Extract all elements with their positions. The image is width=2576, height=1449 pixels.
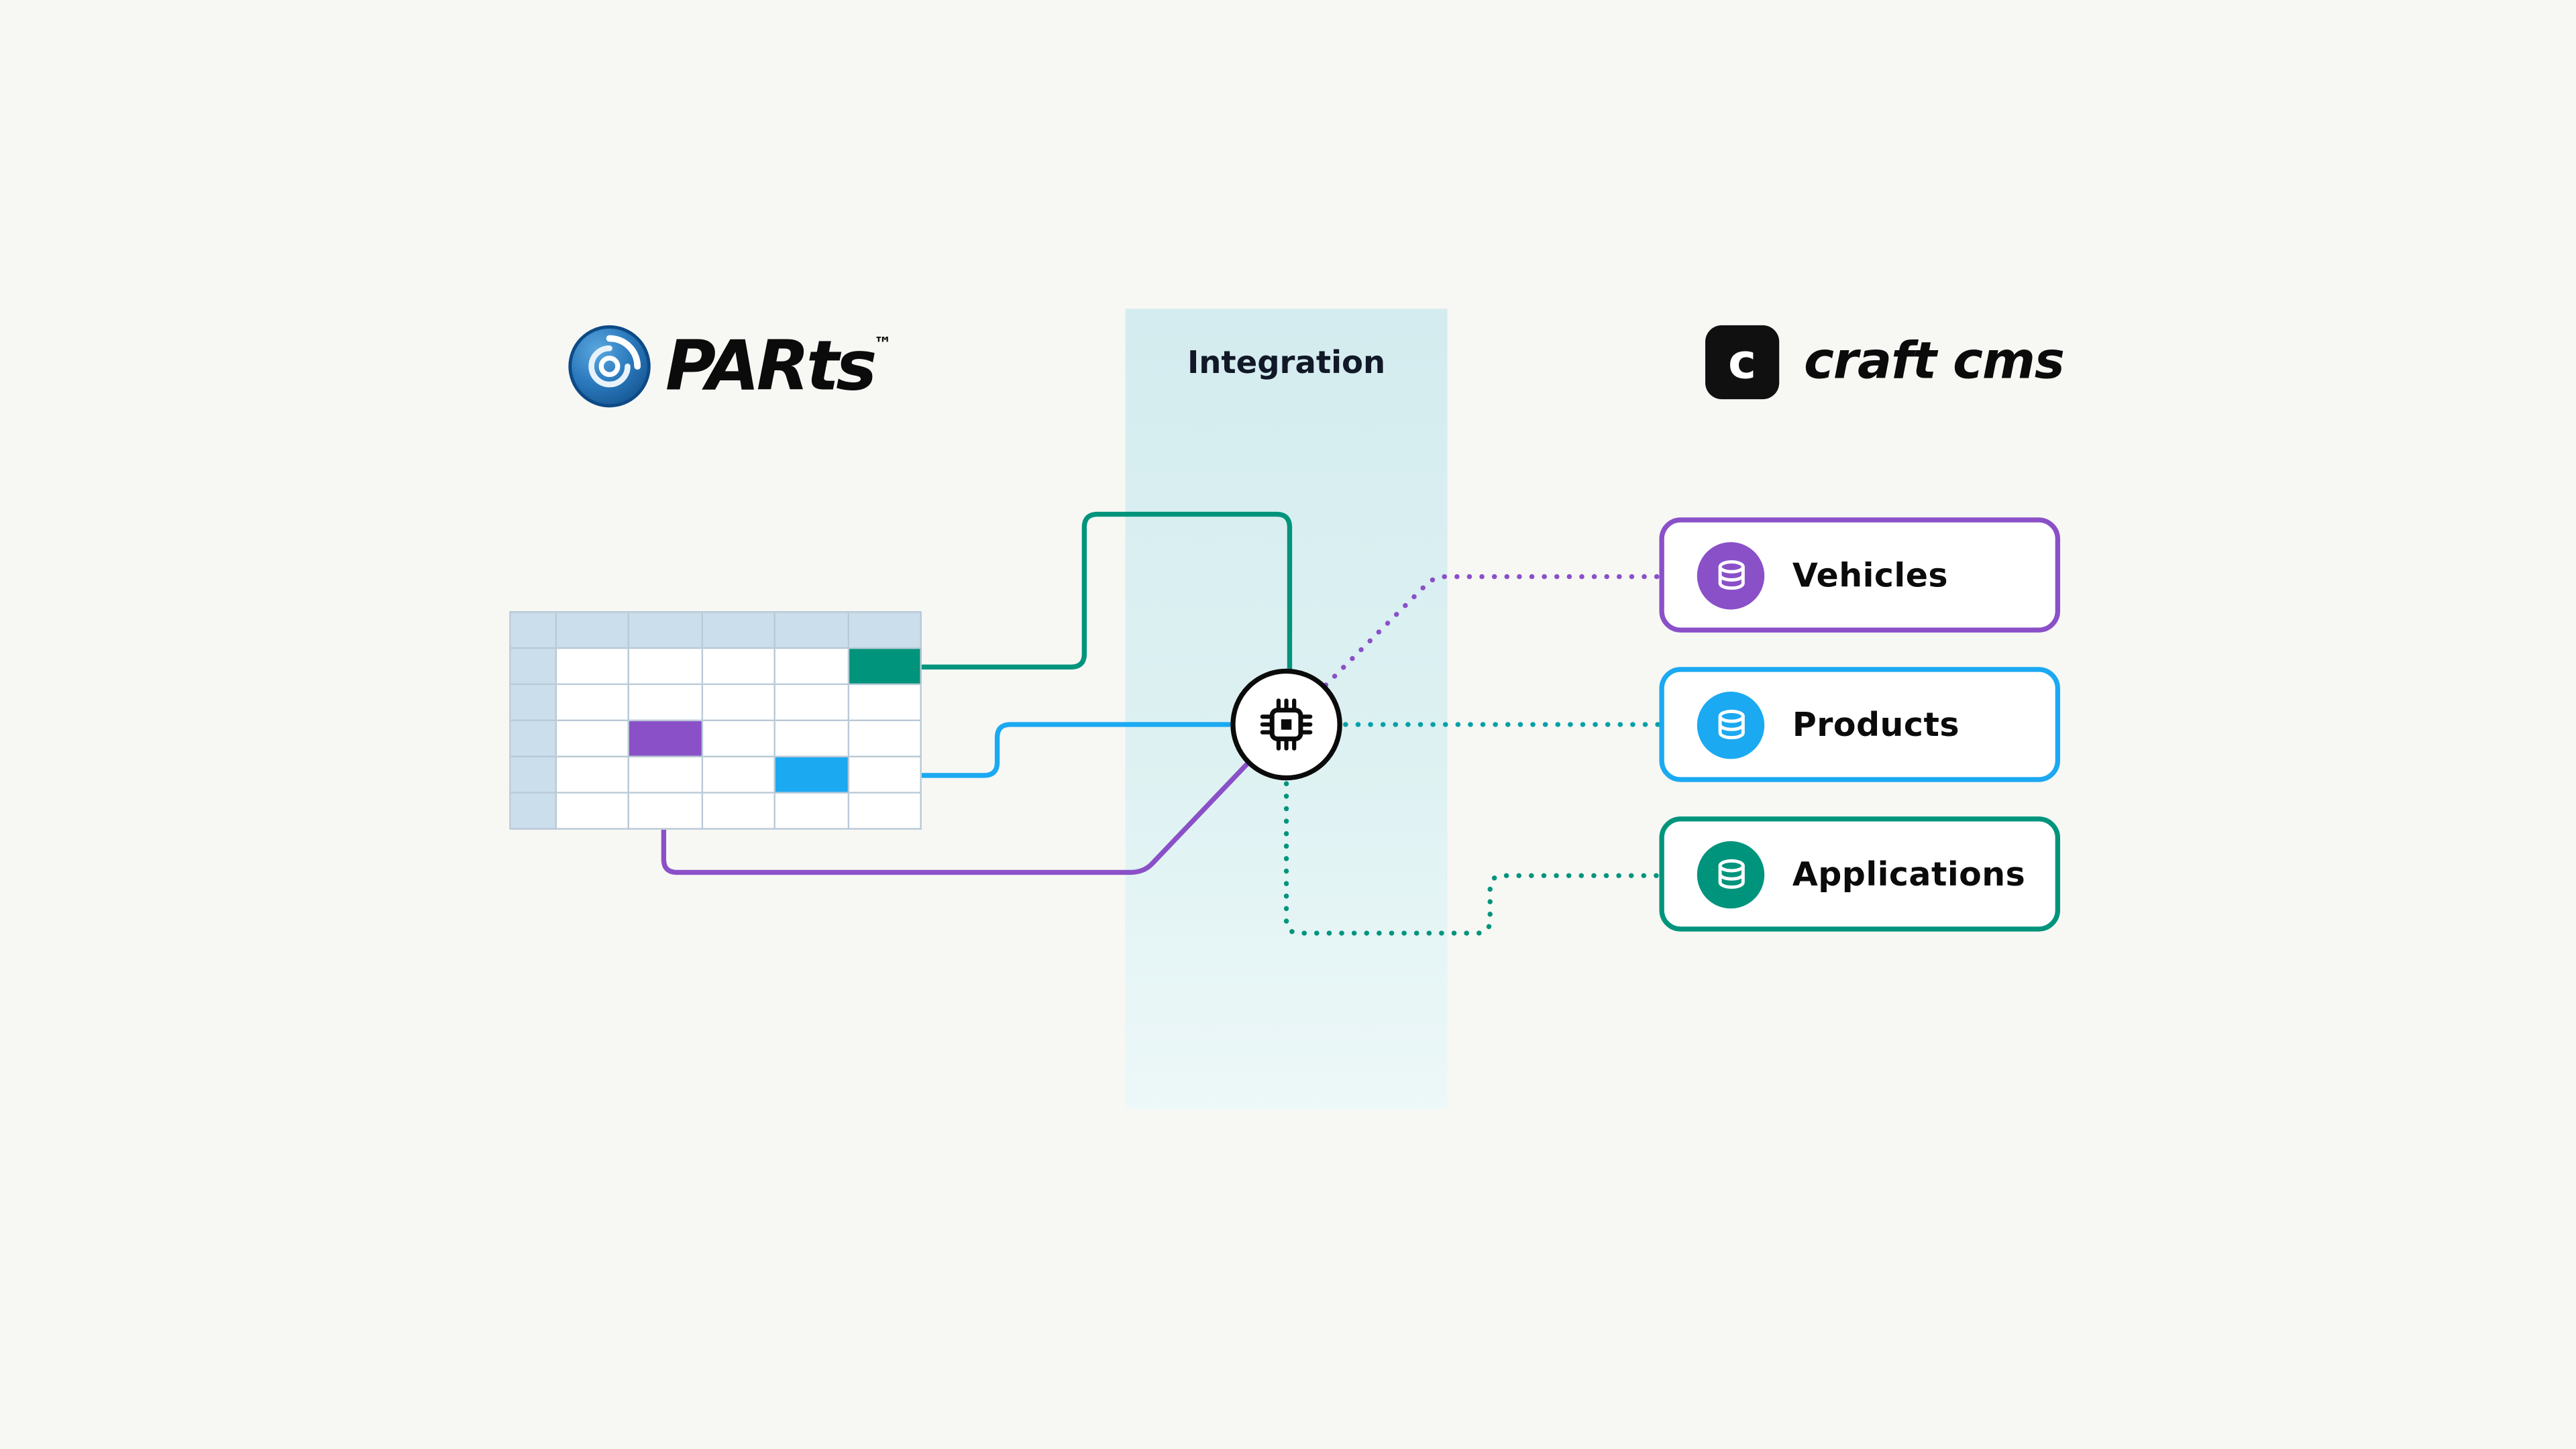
- target-box-products: Products: [1659, 667, 2061, 782]
- spreadsheet-cell: [849, 721, 922, 757]
- spreadsheet-header-cell: [775, 612, 849, 649]
- highlight-cell-purple: [629, 721, 703, 757]
- applications-database-icon: [1697, 840, 1765, 908]
- spreadsheet-cell: [511, 757, 557, 794]
- spreadsheet-cell: [702, 793, 776, 830]
- highlight-cell-blue: [775, 757, 849, 794]
- parts-trademark: ™: [873, 333, 892, 355]
- vehicles-database-icon: [1697, 541, 1765, 609]
- highlight-cell-teal: [849, 649, 922, 686]
- spreadsheet-cell: [775, 685, 849, 722]
- products-label: Products: [1792, 704, 1960, 745]
- spreadsheet-cell: [629, 685, 703, 722]
- spreadsheet-header-cell: [511, 612, 557, 649]
- parts-wordmark-text: PARts: [665, 325, 877, 406]
- spreadsheet-cell: [775, 649, 849, 686]
- spreadsheet-header-cell: [629, 612, 703, 649]
- spreadsheet-cell: [557, 649, 630, 686]
- chip-icon: [1260, 698, 1313, 751]
- spreadsheet-cell: [702, 649, 776, 686]
- spreadsheet-cell: [511, 721, 557, 757]
- spreadsheet-cell: [511, 649, 557, 686]
- spreadsheet-header-cell: [702, 612, 776, 649]
- spreadsheet-cell: [557, 793, 630, 830]
- spreadsheet-cell: [849, 757, 922, 794]
- spreadsheet-cell: [511, 793, 557, 830]
- products-database-icon: [1697, 690, 1765, 759]
- craft-cms-logo-mark: c: [1705, 324, 1780, 398]
- integration-chip-node: [1230, 668, 1342, 781]
- spreadsheet: [509, 611, 922, 830]
- spreadsheet-cell: [557, 685, 630, 722]
- vehicles-label: Vehicles: [1792, 555, 1949, 595]
- spreadsheet-cell: [511, 685, 557, 722]
- parts-logo: PARts ™: [565, 321, 892, 413]
- spreadsheet-cell: [557, 757, 630, 794]
- spreadsheet-cell: [702, 757, 776, 794]
- craft-cms-wordmark: craft cms: [1803, 331, 2065, 391]
- spreadsheet-header-cell: [557, 612, 630, 649]
- parts-wordmark: PARts ™: [665, 325, 892, 406]
- target-box-applications: Applications: [1659, 816, 2061, 932]
- applications-label: Applications: [1792, 854, 2026, 894]
- target-box-vehicles: Vehicles: [1659, 517, 2061, 633]
- integration-label: Integration: [1187, 345, 1386, 382]
- spreadsheet-cell: [775, 721, 849, 757]
- spreadsheet-cell: [629, 793, 703, 830]
- parts-logo-icon: [568, 325, 651, 408]
- craft-cms-logo: c craft cms: [1705, 323, 2065, 399]
- spreadsheet-cell: [702, 685, 776, 722]
- spreadsheet-header-cell: [849, 612, 922, 649]
- spreadsheet-cell: [629, 757, 703, 794]
- spreadsheet-cell: [849, 685, 922, 722]
- spreadsheet-cell: [849, 793, 922, 830]
- spreadsheet-cell: [557, 721, 630, 757]
- craft-cms-logo-glyph: c: [1728, 332, 1757, 389]
- spreadsheet-cell: [629, 649, 703, 686]
- spreadsheet-cell: [702, 721, 776, 757]
- spreadsheet-cell: [775, 793, 849, 830]
